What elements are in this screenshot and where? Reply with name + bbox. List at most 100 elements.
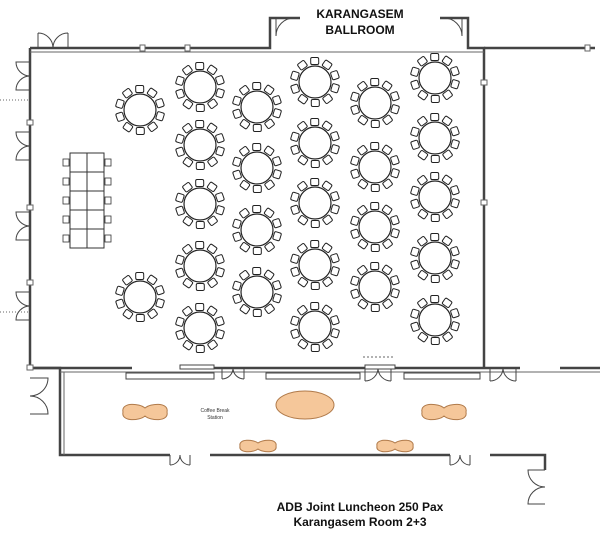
door bbox=[377, 367, 392, 382]
head-table-section bbox=[69, 228, 88, 249]
event-room: Karangasem Room 2+3 bbox=[293, 515, 427, 529]
chair bbox=[206, 243, 218, 254]
chair bbox=[382, 178, 393, 189]
chair bbox=[215, 133, 225, 144]
round-table-6 bbox=[175, 240, 225, 292]
round-table-11 bbox=[232, 266, 282, 318]
round-table-7 bbox=[175, 302, 225, 354]
chair bbox=[310, 219, 320, 229]
table-top bbox=[240, 213, 274, 247]
chair bbox=[321, 304, 333, 315]
table-top bbox=[298, 248, 332, 282]
chair bbox=[239, 242, 251, 253]
chair bbox=[175, 75, 185, 86]
table-top bbox=[298, 126, 332, 160]
chair bbox=[357, 299, 369, 310]
table-top bbox=[240, 90, 274, 124]
chair bbox=[290, 328, 300, 339]
chair bbox=[182, 65, 193, 76]
chair bbox=[206, 305, 218, 316]
round-table-13 bbox=[290, 117, 340, 169]
chair bbox=[350, 91, 360, 102]
wall-details bbox=[0, 44, 600, 455]
chair bbox=[155, 285, 165, 296]
chair bbox=[207, 277, 218, 288]
chair bbox=[390, 104, 400, 115]
door bbox=[179, 454, 191, 466]
head-table-section bbox=[69, 209, 88, 230]
chair bbox=[215, 88, 225, 99]
chair bbox=[195, 119, 205, 129]
head-table-chair bbox=[62, 196, 70, 205]
chair bbox=[410, 246, 420, 257]
table-top bbox=[418, 303, 452, 337]
chair bbox=[263, 145, 275, 156]
chair bbox=[206, 181, 218, 192]
chair bbox=[370, 183, 380, 193]
chair bbox=[182, 306, 193, 317]
chair bbox=[310, 239, 320, 249]
table-top bbox=[358, 86, 392, 120]
chair bbox=[410, 259, 420, 270]
round-table-10 bbox=[232, 204, 282, 256]
chair bbox=[350, 155, 360, 166]
head-table bbox=[62, 152, 112, 249]
chair bbox=[350, 275, 360, 286]
chair bbox=[350, 288, 360, 299]
chair bbox=[381, 264, 393, 275]
doors bbox=[15, 17, 546, 505]
chair bbox=[290, 191, 300, 202]
chair bbox=[297, 155, 309, 166]
table-top bbox=[418, 61, 452, 95]
chair bbox=[207, 339, 218, 350]
door bbox=[275, 17, 295, 37]
chair bbox=[450, 66, 460, 77]
chair bbox=[417, 175, 428, 186]
chair bbox=[146, 274, 158, 285]
chair bbox=[122, 275, 133, 286]
round-table-12 bbox=[290, 56, 340, 108]
chair bbox=[350, 228, 360, 239]
door bbox=[15, 305, 31, 321]
chair bbox=[297, 277, 309, 288]
chair bbox=[182, 182, 193, 193]
round-table-20 bbox=[350, 261, 400, 313]
chair bbox=[195, 240, 205, 250]
chair bbox=[450, 308, 460, 319]
door bbox=[15, 145, 31, 161]
table-top bbox=[298, 65, 332, 99]
chair bbox=[195, 282, 205, 292]
chair bbox=[297, 305, 308, 316]
round-table-19 bbox=[350, 201, 400, 253]
chair bbox=[263, 84, 275, 95]
chair bbox=[239, 85, 250, 96]
chair bbox=[272, 280, 282, 291]
chair bbox=[430, 154, 440, 164]
table-top bbox=[183, 311, 217, 345]
chair bbox=[297, 243, 308, 254]
chair bbox=[350, 104, 360, 115]
chair bbox=[182, 278, 194, 289]
chair bbox=[417, 90, 429, 101]
chair bbox=[330, 83, 340, 94]
head-table-chair bbox=[62, 158, 70, 167]
chair bbox=[417, 270, 429, 281]
chair bbox=[442, 331, 453, 342]
chair bbox=[252, 308, 262, 318]
chair bbox=[417, 236, 428, 247]
buffet-island bbox=[421, 403, 467, 421]
round-table-21 bbox=[410, 52, 460, 104]
chair bbox=[155, 298, 165, 309]
round-table-8 bbox=[232, 81, 282, 133]
chair bbox=[417, 56, 428, 67]
chair bbox=[390, 215, 400, 226]
chair bbox=[122, 309, 134, 320]
chair bbox=[310, 98, 320, 108]
chair bbox=[310, 281, 320, 291]
chair bbox=[357, 81, 368, 92]
chair bbox=[321, 242, 333, 253]
chair bbox=[310, 301, 320, 311]
chair bbox=[206, 122, 218, 133]
